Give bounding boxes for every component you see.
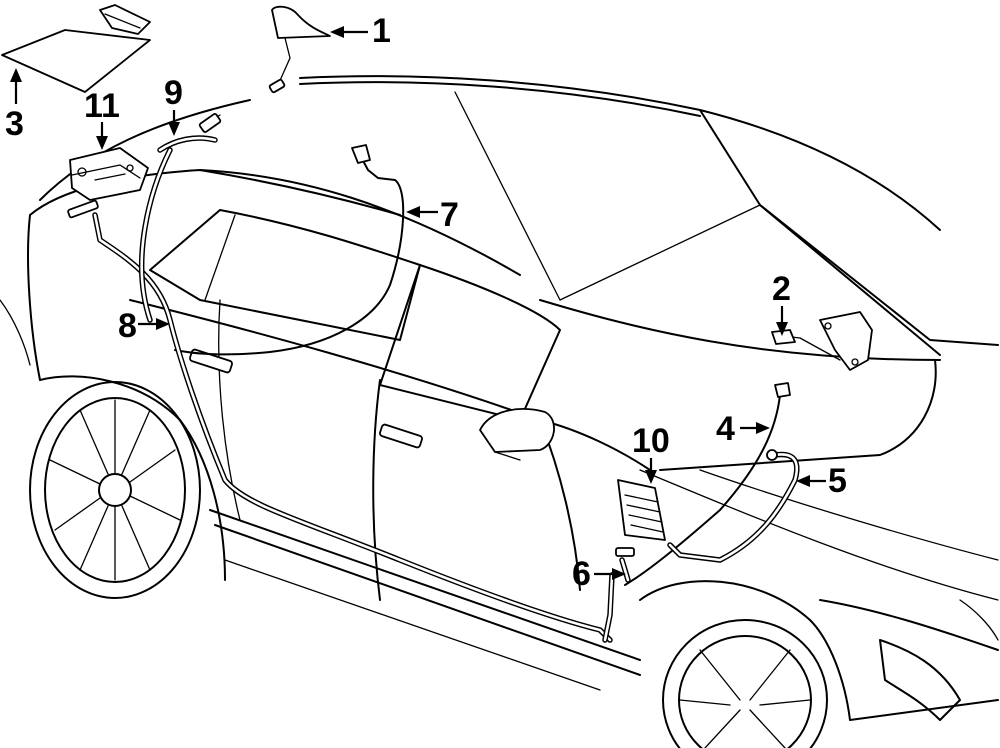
antenna-cable-6: [602, 547, 635, 643]
callout-label-3: 3: [5, 105, 24, 143]
callout-2: 2: [772, 270, 791, 336]
callout-label-4: 4: [716, 410, 735, 448]
callout-8: 8: [118, 307, 170, 345]
roof-antenna: [268, 5, 331, 94]
callouts: 1 2 3 4 5 6: [5, 12, 847, 593]
vehicle-body: [0, 75, 999, 721]
harness-8: [67, 147, 613, 643]
callout-6: 6: [572, 555, 626, 593]
callout-10: 10: [632, 422, 670, 484]
callout-label-10: 10: [632, 422, 670, 460]
callout-label-1: 1: [372, 12, 391, 50]
antenna-cable-4: [624, 382, 791, 586]
callout-label-9: 9: [164, 74, 183, 112]
callout-11: 11: [84, 87, 120, 150]
receiver-module: [69, 147, 149, 201]
callout-7: 7: [406, 196, 459, 234]
rear-wheel: [29, 381, 201, 599]
rear-antenna-mat: [1, 4, 151, 93]
front-wheel: [662, 619, 828, 748]
callout-1: 1: [330, 12, 391, 50]
callout-label-8: 8: [118, 307, 137, 345]
callout-label-6: 6: [572, 555, 591, 593]
callout-label-7: 7: [440, 196, 459, 234]
callout-label-2: 2: [772, 270, 791, 308]
callout-3: 3: [5, 68, 24, 143]
callout-4: 4: [716, 410, 770, 448]
callout-5: 5: [796, 462, 847, 500]
callout-label-11: 11: [84, 87, 120, 125]
antenna-cable-9: [157, 113, 222, 153]
callout-9: 9: [164, 74, 183, 136]
antenna-cable-5: [667, 449, 800, 563]
windshield-antenna-module: [771, 311, 873, 371]
control-module-10: [617, 479, 666, 541]
callout-label-5: 5: [828, 462, 847, 500]
antenna-cable-7: [174, 144, 405, 356]
